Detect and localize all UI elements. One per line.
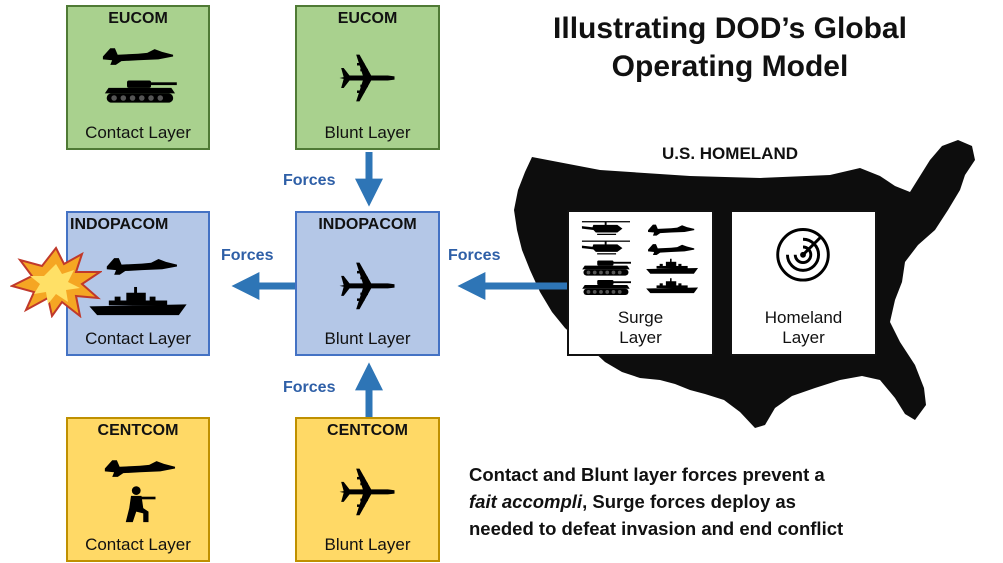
warship-icon bbox=[89, 286, 187, 316]
layer-name: Blunt Layer bbox=[324, 329, 411, 348]
centcom-blunt-box: CENTCOM Blunt Layer bbox=[295, 417, 440, 562]
fighter-jet-icon bbox=[104, 460, 176, 477]
surge-layer-label: Surge Layer bbox=[569, 308, 712, 348]
layer-name: Blunt Layer bbox=[324, 535, 411, 554]
forces-label-centcom: Forces bbox=[283, 379, 336, 396]
tank-icon bbox=[582, 280, 631, 296]
homeland-label-line-2: Layer bbox=[782, 328, 825, 347]
indopacom-contact-box: INDOPACOM Contact Layer bbox=[66, 211, 210, 356]
eucom-contact-box: EUCOM Contact Layer bbox=[66, 5, 210, 150]
tank-icon bbox=[104, 80, 177, 103]
caption-line-2-rest: , Surge forces deploy as bbox=[582, 491, 796, 512]
centcom-contact-box: CENTCOM Contact Layer bbox=[66, 417, 210, 562]
bomber-icon bbox=[339, 54, 395, 102]
command-name: EUCOM bbox=[337, 10, 398, 27]
warship-icon bbox=[646, 278, 699, 294]
surge-layer-box: Surge Layer bbox=[567, 210, 714, 356]
homeland-label-line-1: Homeland bbox=[764, 308, 843, 327]
us-homeland-label: U.S. HOMELAND bbox=[662, 144, 798, 163]
command-name: EUCOM bbox=[108, 10, 168, 27]
eucom-blunt-box: EUCOM Blunt Layer bbox=[295, 5, 440, 150]
caption-line-2: fait accompli, Surge forces deploy as bbox=[469, 488, 999, 515]
layer-name: Contact Layer bbox=[85, 123, 191, 142]
surge-label-line-1: Surge bbox=[617, 308, 664, 327]
diagram-title: Illustrating DOD’s Global Operating Mode… bbox=[470, 10, 990, 86]
forces-label-homeland: Forces bbox=[448, 247, 501, 264]
fighter-jet-icon bbox=[106, 258, 177, 275]
fighter-jet-icon bbox=[648, 244, 695, 256]
homeland-layer-label: Homeland Layer bbox=[732, 308, 875, 348]
bomber-icon bbox=[339, 468, 395, 516]
bomber-icon bbox=[339, 262, 395, 310]
homeland-layer-box: Homeland Layer bbox=[730, 210, 877, 356]
fighter-jet-icon bbox=[648, 224, 695, 236]
command-name: CENTCOM bbox=[97, 422, 179, 439]
layer-name: Blunt Layer bbox=[324, 123, 411, 142]
command-name: INDOPACOM bbox=[70, 216, 169, 233]
diagram-caption: Contact and Blunt layer forces prevent a… bbox=[469, 461, 999, 542]
layer-name: Contact Layer bbox=[85, 535, 191, 554]
caption-line-1: Contact and Blunt layer forces prevent a bbox=[469, 464, 825, 485]
indopacom-blunt-box: INDOPACOM Blunt Layer bbox=[295, 211, 440, 356]
forces-label-blunt-to-contact: Forces bbox=[221, 247, 274, 264]
layer-name: Contact Layer bbox=[85, 329, 191, 348]
forces-label-eucom: Forces bbox=[283, 172, 336, 189]
surge-label-line-2: Layer bbox=[619, 328, 662, 347]
command-name: INDOPACOM bbox=[318, 216, 417, 233]
explosion-icon bbox=[10, 246, 102, 318]
caption-italic: fait accompli bbox=[469, 491, 583, 512]
title-line-2: Operating Model bbox=[611, 50, 849, 83]
title-line-1: Illustrating DOD’s Global bbox=[553, 12, 907, 45]
helicopter-icon bbox=[581, 221, 630, 236]
soldier-icon bbox=[125, 486, 156, 523]
caption-line-3: needed to defeat invasion and end confli… bbox=[469, 518, 844, 539]
warship-icon bbox=[646, 258, 699, 274]
tank-icon bbox=[582, 260, 631, 276]
helicopter-icon bbox=[581, 240, 630, 255]
command-name: CENTCOM bbox=[327, 422, 408, 439]
radar-icon bbox=[776, 228, 830, 282]
fighter-jet-icon bbox=[102, 48, 174, 65]
